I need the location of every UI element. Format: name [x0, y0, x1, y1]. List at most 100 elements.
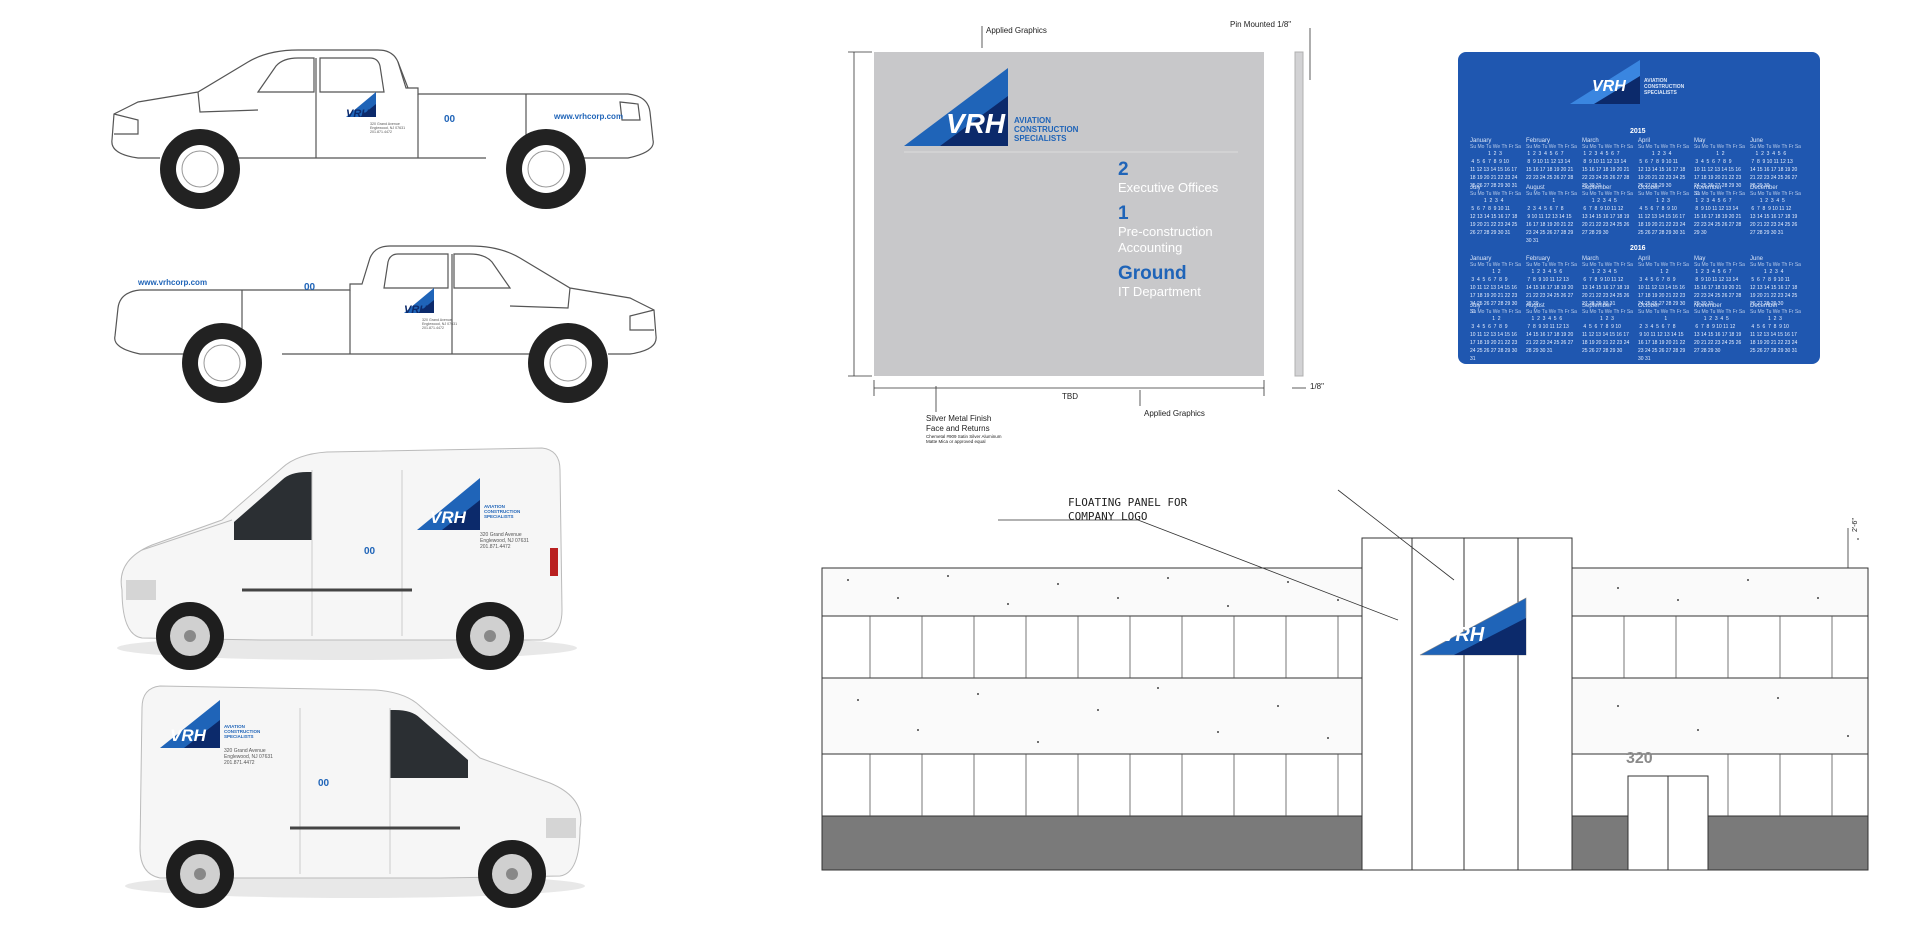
- calendar-month-name: August: [1526, 303, 1545, 309]
- calendar-weekday-header: Su Mo Tu We Th Fr Sa: [1470, 191, 1521, 197]
- truck2-address: 320 Grand Avenue Englewood, NJ 07631 201…: [422, 318, 457, 330]
- pickup-truck-drawing-mirrored: [114, 245, 657, 403]
- calendar-days: 1 2 3 4 5 6 7 8 9 10 11 12 13 14 15 16 1…: [1638, 316, 1686, 362]
- calendar-weekday-header: Su Mo Tu We Th Fr Sa: [1582, 309, 1633, 315]
- floor-line: Pre-construction: [1118, 224, 1213, 239]
- truck1-vehicle-number: 00: [444, 114, 456, 125]
- calendar-weekday-header: Su Mo Tu We Th Fr Sa: [1750, 309, 1801, 315]
- calendar-month-name: June: [1750, 138, 1764, 144]
- calendar-days: 1 2 3 4 5 6 7 8 9 10 11 12 13 14 15 16 1…: [1470, 151, 1518, 189]
- van2-vehicle-number: 00: [318, 778, 330, 789]
- floor-entry: 2 Executive Offices: [1118, 160, 1258, 196]
- calendar-month-name: March: [1582, 138, 1599, 144]
- pickup-truck-side-right: www.vrhcorp.com 00 VRH 320 Grand Avenue …: [104, 218, 664, 408]
- callout-line: FLOATING PANEL FOR: [1068, 496, 1188, 509]
- calendar-month-name: September: [1582, 303, 1612, 309]
- address-line: Englewood, NJ 07631: [370, 126, 406, 130]
- calendar-month-name: February: [1526, 138, 1551, 144]
- tagline-line: Construction: [484, 509, 521, 514]
- address-line: 201.871.4472: [422, 326, 444, 330]
- sign-dimension-lines: [848, 26, 1311, 412]
- calendar-weekday-header: Su Mo Tu We Th Fr Sa: [1694, 191, 1745, 197]
- address-line: 201.871.4472: [480, 544, 511, 550]
- truck1-website: www.vrhcorp.com: [554, 112, 624, 121]
- address-line: Englewood, NJ 07631: [422, 322, 458, 326]
- calendar-days: 1 2 3 4 5 6 7 8 9 10 11 12 13 14 15 16 1…: [1694, 151, 1742, 197]
- floor-entry: Ground IT Department: [1118, 264, 1258, 300]
- calendar-year-2016: 2016: [1630, 245, 1646, 252]
- calendar-days: 1 2 3 4 5 6 7 8 9 10 11 12 13 14 15 16 1…: [1638, 198, 1686, 236]
- calendar-days: 1 2 3 4 5 6 7 8 9 10 11 12 13 14 15 16 1…: [1582, 269, 1630, 307]
- tagline-line: Specialists: [1644, 90, 1677, 96]
- calendar-month-name: August: [1526, 185, 1545, 191]
- building-facade: [821, 489, 1869, 871]
- calendar-days: 1 2 3 4 5 6 7 8 9 10 11 12 13 14 15 16 1…: [1582, 151, 1630, 189]
- truck1-logo-text: VRH: [346, 108, 370, 120]
- callout-line: COMPANY LOGO: [1068, 510, 1148, 523]
- directory-sign-drawing: Applied Graphics Pin Mounted 1/8" TBD 1/…: [840, 20, 1340, 444]
- floor-number: Ground: [1118, 263, 1187, 284]
- tagline-line: Specialists: [484, 514, 514, 519]
- calendar-days: 1 2 3 4 5 6 7 8 9 10 11 12 13 14 15 16 1…: [1750, 269, 1798, 307]
- van-drawing-mirrored: [125, 685, 585, 908]
- calendar-month-name: November: [1694, 185, 1722, 191]
- calendar-year-2015: 2015: [1630, 128, 1646, 135]
- van2-tagline: Aviation Construction Specialists: [224, 724, 260, 739]
- calendar-weekday-header: Su Mo Tu We Th Fr Sa: [1582, 262, 1633, 268]
- calendar-month-name: January: [1470, 138, 1492, 144]
- calendar-weekday-header: Su Mo Tu We Th Fr Sa: [1750, 262, 1801, 268]
- calendar-weekday-header: Su Mo Tu We Th Fr Sa: [1526, 262, 1577, 268]
- material-line: Silver Metal Finish: [926, 414, 992, 423]
- calendar-days: 1 2 3 4 5 6 7 8 9 10 11 12 13 14 15 16 1…: [1470, 269, 1518, 315]
- calendar-days: 1 2 3 4 5 6 7 8 9 10 11 12 13 14 15 16 1…: [1526, 316, 1574, 354]
- calendar-weekday-header: Su Mo Tu We Th Fr Sa: [1638, 262, 1689, 268]
- calendar-weekday-header: Su Mo Tu We Th Fr Sa: [1638, 309, 1689, 315]
- calendar-month-name: July: [1470, 185, 1481, 191]
- tagline-line: Construction: [1644, 84, 1685, 90]
- pickup-truck-drawing: [111, 49, 654, 209]
- calendar-month-name: July: [1470, 303, 1481, 309]
- dim-pin-mounted: Pin Mounted 1/8": [1230, 20, 1292, 29]
- cargo-van-left: VRH Aviation Construction Specialists 32…: [112, 440, 582, 670]
- address-line: 320 Grand Avenue: [370, 122, 400, 126]
- calendar-days: 1 2 3 4 5 6 7 8 9 10 11 12 13 14 15 16 1…: [1526, 198, 1574, 244]
- calendar-days: 1 2 3 4 5 6 7 8 9 10 11 12 13 14 15 16 1…: [1470, 316, 1518, 362]
- material-note: Silver Metal Finish Face and Returns Che…: [926, 414, 1002, 444]
- calendar-month-name: December: [1750, 303, 1778, 309]
- calendar-logo-text: VRH: [1592, 78, 1626, 95]
- calendar-month-name: June: [1750, 256, 1764, 262]
- calendar-weekday-header: Su Mo Tu We Th Fr Sa: [1526, 309, 1577, 315]
- calendar-days: 1 2 3 4 5 6 7 8 9 10 11 12 13 14 15 16 1…: [1694, 269, 1742, 307]
- floating-panel-callout: FLOATING PANEL FOR COMPANY LOGO: [1068, 496, 1187, 524]
- dim-width: TBD: [1062, 392, 1078, 401]
- calendar-weekday-header: Su Mo Tu We Th Fr Sa: [1526, 144, 1577, 150]
- pickup-truck-side-left: VRH 00 www.vrhcorp.com 320 Grand Avenue …: [108, 22, 668, 212]
- calendar-weekday-header: Su Mo Tu We Th Fr Sa: [1750, 144, 1801, 150]
- sign-logo-text: VRH: [946, 108, 1006, 139]
- calendar-weekday-header: Su Mo Tu We Th Fr Sa: [1694, 262, 1745, 268]
- calendar-days: 1 2 3 4 5 6 7 8 9 10 11 12 13 14 15 16 1…: [1526, 269, 1574, 307]
- address-line: Englewood, NJ 07631: [224, 754, 273, 760]
- tagline-line: Construction: [1014, 125, 1079, 134]
- address-line: 201.871.4472: [224, 760, 255, 766]
- calendar-days: 1 2 3 4 5 6 7 8 9 10 11 12 13 14 15 16 1…: [1470, 198, 1518, 236]
- calendar-weekday-header: Su Mo Tu We Th Fr Sa: [1582, 144, 1633, 150]
- van1-logo-text: VRH: [430, 508, 466, 527]
- calendar-days: 1 2 3 4 5 6 7 8 9 10 11 12 13 14 15 16 1…: [1750, 151, 1798, 189]
- material-fine-line: Matte Mica or approved equal: [926, 439, 986, 444]
